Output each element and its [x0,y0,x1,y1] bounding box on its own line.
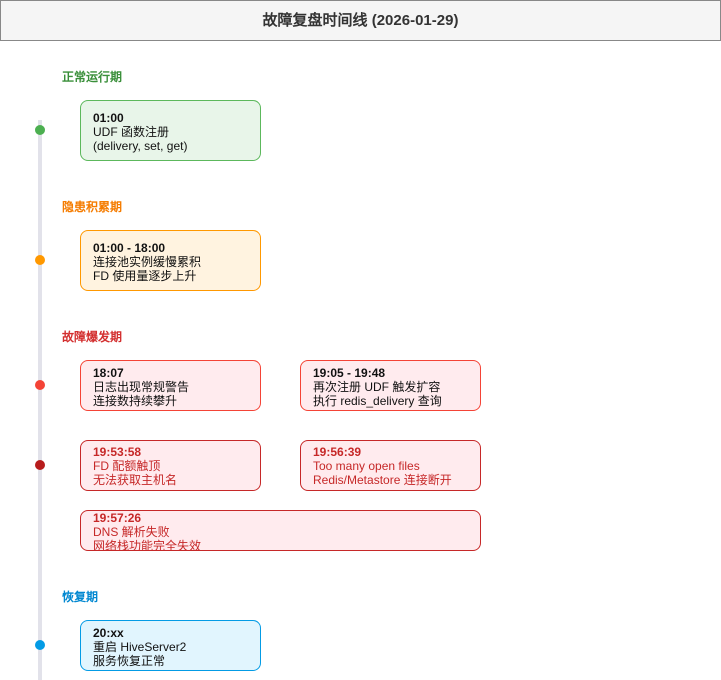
phase-label-normal: 正常运行期 [62,70,123,84]
event-text: 再次注册 UDF 触发扩容 [313,380,441,394]
event-text: FD 配额触顶 [93,459,161,473]
event-time: 20:xx [93,626,124,640]
event-text: Redis/Metastore 连接断开 [313,473,452,487]
event-card: 19:05 - 19:48 再次注册 UDF 触发扩容 执行 redis_del… [300,360,481,411]
event-card: 19:53:58 FD 配额触顶 无法获取主机名 [80,440,261,491]
event-text: 网络栈功能完全失效 [93,539,202,551]
event-text: 连接数持续攀升 [93,394,178,408]
event-card: 19:56:39 Too many open files Redis/Metas… [300,440,481,491]
timeline-dot-normal [35,125,45,135]
timeline-dot-recovery [35,640,45,650]
event-text: DNS 解析失败 [93,525,170,539]
timeline-dot-latent [35,255,45,265]
event-text: 服务恢复正常 [93,654,166,668]
event-text: 执行 redis_delivery 查询 [313,394,442,408]
event-card: 01:00 - 18:00 连接池实例缓慢累积 FD 使用量逐步上升 [80,230,261,291]
event-text: UDF 函数注册 [93,125,169,139]
event-time: 01:00 [93,111,124,125]
event-time: 19:57:26 [93,511,142,525]
timeline-dot-critical [35,460,45,470]
event-time: 19:53:58 [93,445,142,459]
timeline-dot-outbreak [35,380,45,390]
timeline-axis [38,120,42,680]
phase-label-recovery: 恢复期 [62,590,99,604]
event-card: 20:xx 重启 HiveServer2 服务恢复正常 [80,620,261,671]
event-text: 重启 HiveServer2 [93,640,187,654]
diagram-title: 故障复盘时间线 (2026-01-29) [0,0,721,41]
event-text: 无法获取主机名 [93,473,178,487]
phase-label-outbreak: 故障爆发期 [62,330,123,344]
event-text: 日志出现常规警告 [93,380,190,394]
event-text: (delivery, set, get) [93,139,188,153]
event-time: 01:00 - 18:00 [93,241,166,255]
event-text: Too many open files [313,459,420,473]
event-card: 01:00 UDF 函数注册 (delivery, set, get) [80,100,261,161]
event-time: 19:56:39 [313,445,362,459]
event-card: 19:57:26 DNS 解析失败 网络栈功能完全失效 [80,510,481,551]
phase-label-latent: 隐患积累期 [62,200,123,214]
event-time: 19:05 - 19:48 [313,366,386,380]
event-text: 连接池实例缓慢累积 [93,255,202,269]
event-time: 18:07 [93,366,124,380]
event-text: FD 使用量逐步上升 [93,269,197,283]
event-card: 18:07 日志出现常规警告 连接数持续攀升 [80,360,261,411]
